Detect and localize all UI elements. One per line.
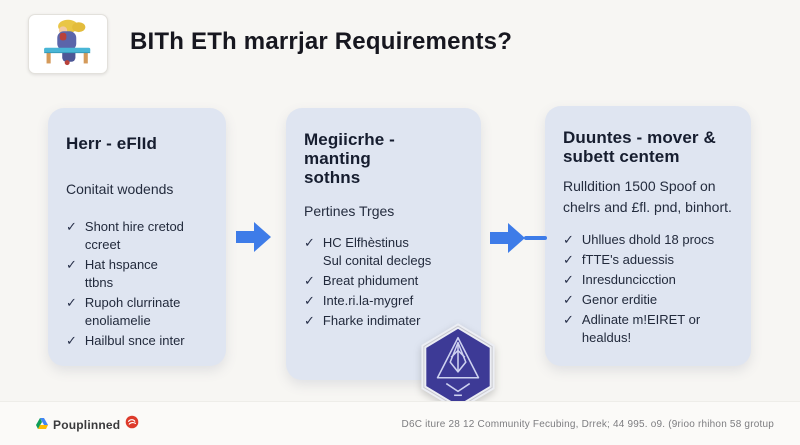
item-label: Hat hspance ttbns bbox=[84, 257, 158, 290]
hexagonal-prism-badge-icon bbox=[419, 323, 497, 411]
item-label: Uhllues dhold 18 procs bbox=[581, 232, 715, 247]
checklist-item: ✓ Inresduncicction bbox=[563, 271, 733, 289]
checklist: ✓ Shont hire cretod ccreet ✓ Hat hspance t… bbox=[66, 218, 208, 350]
checklist-item: ✓ Hailbul snce inter bbox=[66, 332, 208, 350]
check-icon: ✓ bbox=[563, 292, 574, 307]
card-subtitle: Conitait wodends bbox=[66, 181, 174, 197]
flow-arrow-icon bbox=[490, 222, 526, 254]
checklist-item: ✓ fTTE's aduessis bbox=[563, 251, 733, 269]
item-label: Adlinate m!EIRET or healdus! bbox=[581, 312, 701, 345]
check-icon: ✓ bbox=[304, 235, 315, 250]
item-label: Hailbul snce inter bbox=[84, 333, 185, 348]
check-icon: ✓ bbox=[66, 257, 77, 272]
check-icon: ✓ bbox=[66, 295, 77, 310]
checklist-item: ✓ Adlinate m!EIRET or healdus! bbox=[563, 311, 733, 347]
checklist: ✓ Uhllues dhold 18 procs ✓ fTTE's aduessis… bbox=[563, 231, 733, 347]
item-label: Rupoh clurrinate enoliamelie bbox=[84, 295, 181, 328]
brand-name: Pouplinned bbox=[53, 417, 121, 432]
item-label: HC Elfhèstinus Sul conital declegs bbox=[322, 235, 432, 268]
logo-card bbox=[28, 14, 108, 74]
check-icon: ✓ bbox=[66, 219, 77, 234]
item-label: Genor erditie bbox=[581, 292, 658, 307]
card-subtitle: Pertines Trges bbox=[304, 203, 395, 219]
page-title: BITh ETh marrjar Requirements? bbox=[130, 28, 513, 55]
red-circle-emblem-icon bbox=[125, 415, 139, 434]
check-icon: ✓ bbox=[563, 252, 574, 267]
checklist-item: ✓ Breat phidument bbox=[304, 272, 463, 290]
checklist-item: ✓ Shont hire cretod ccreet bbox=[66, 218, 208, 254]
footer-brand: Pouplinned bbox=[36, 415, 139, 434]
item-label: Shont hire cretod ccreet bbox=[84, 219, 184, 252]
check-icon: ✓ bbox=[304, 313, 315, 328]
card-requirements-2: Megiicrhe - manting sothns Pertines Trge… bbox=[286, 108, 481, 380]
checklist-item: ✓ Hat hspance ttbns bbox=[66, 256, 208, 292]
item-label: Fharke indimater bbox=[322, 313, 421, 328]
card-subtitle: Rulldition 1500 Spoof on chelrs and £fl.… bbox=[563, 178, 732, 215]
checklist-item: ✓ Fharke indimater bbox=[304, 312, 463, 330]
item-label: Breat phidument bbox=[322, 273, 419, 288]
check-icon: ✓ bbox=[66, 333, 77, 348]
item-label: Inresduncicction bbox=[581, 272, 676, 287]
triangle-brand-icon bbox=[36, 416, 48, 434]
check-icon: ✓ bbox=[304, 273, 315, 288]
footer: Pouplinned D6C iture 28 12 Community Fec… bbox=[0, 401, 800, 445]
checklist: ✓ HC Elfhèstinus Sul conital declegs ✓ Bre… bbox=[304, 234, 463, 330]
checklist-item: ✓ Genor erditie bbox=[563, 291, 733, 309]
checklist-item: ✓ Uhllues dhold 18 procs bbox=[563, 231, 733, 249]
connector-dash bbox=[524, 236, 547, 240]
footer-note: D6C iture 28 12 Community Fecubing, Drre… bbox=[401, 419, 774, 430]
check-icon: ✓ bbox=[563, 312, 574, 327]
check-icon: ✓ bbox=[563, 232, 574, 247]
flow-arrow-icon bbox=[236, 221, 272, 253]
checklist-item: ✓ Inte.ri.la-mygref bbox=[304, 292, 463, 310]
item-label: Inte.ri.la-mygref bbox=[322, 293, 414, 308]
card-title: Megiicrhe - manting sothns bbox=[304, 130, 395, 187]
card-title: Herr - eFlId bbox=[66, 134, 157, 153]
check-icon: ✓ bbox=[304, 293, 315, 308]
card-title: Duuntes - mover & subett centem bbox=[563, 128, 716, 166]
card-requirements-3: Duuntes - mover & subett centem Rullditi… bbox=[545, 106, 751, 366]
card-requirements-1: Herr - eFlId Conitait wodends ✓ Shont hir… bbox=[48, 108, 226, 366]
checklist-item: ✓ HC Elfhèstinus Sul conital declegs bbox=[304, 234, 463, 270]
check-icon: ✓ bbox=[563, 272, 574, 287]
checklist-item: ✓ Rupoh clurrinate enoliamelie bbox=[66, 294, 208, 330]
person-at-desk-icon bbox=[35, 17, 101, 72]
item-label: fTTE's aduessis bbox=[581, 252, 674, 267]
